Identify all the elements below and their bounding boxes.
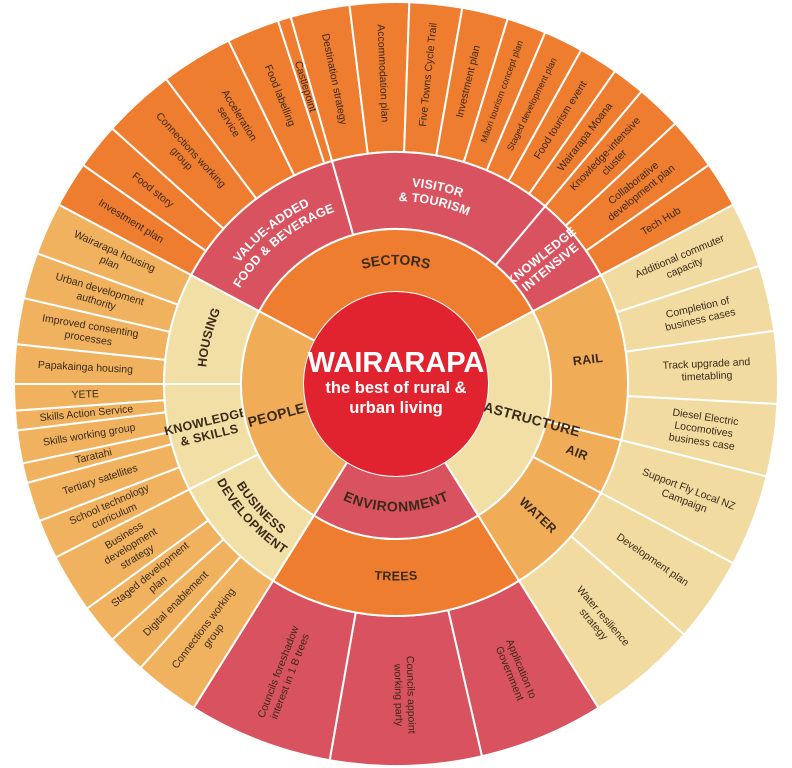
center-circle: [304, 292, 488, 476]
center-subtitle-line-1: the best of rural &: [325, 379, 466, 397]
area-trees-label: TREES: [374, 569, 418, 584]
initiative-8-label: Accommodation plan: [375, 24, 391, 123]
initiative-20-label: timetabling: [681, 369, 732, 383]
initiative-38-label-group: Papakainga housing: [38, 359, 134, 376]
initiative-8-label-group: Accommodation plan: [375, 24, 391, 123]
theme-sectors-label: SECTORS: [359, 251, 432, 272]
center-subtitle-line-2: urban living: [349, 399, 443, 417]
initiative-26-label: working party: [391, 663, 405, 727]
center-title: WAIRARAPA: [308, 347, 485, 379]
initiative-26-label: Councils appoint: [404, 656, 418, 734]
initiative-38-label: Papakainga housing: [38, 359, 134, 376]
area-rail-label-group: RAIL: [572, 351, 604, 369]
center-hub: WAIRARAPA the best of rural & urban livi…: [304, 292, 488, 476]
initiative-37-label: YETE: [71, 388, 99, 401]
area-rail-label: RAIL: [572, 351, 604, 369]
initiative-20-label: Track upgrade and: [662, 356, 750, 372]
initiative-37-label-group: YETE: [71, 388, 99, 401]
